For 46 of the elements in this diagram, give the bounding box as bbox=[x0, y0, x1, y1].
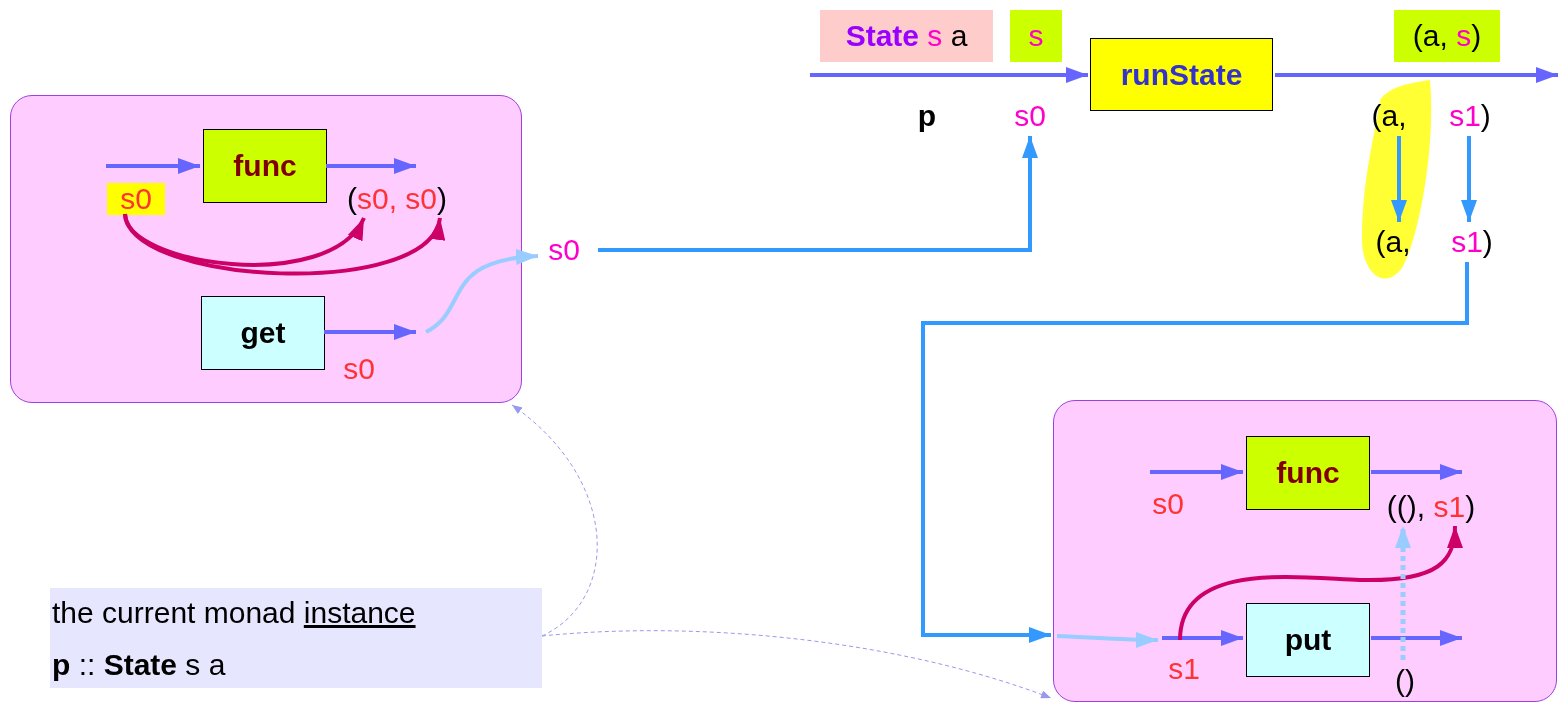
function-box: put bbox=[1246, 603, 1370, 677]
note-box bbox=[50, 588, 542, 688]
state-variable: s1 bbox=[1161, 651, 1207, 687]
tuple-text: (s0, s0) bbox=[333, 181, 461, 217]
arrow bbox=[1395, 526, 1411, 660]
note-text: the current monad instance bbox=[51, 596, 416, 630]
function-box: func bbox=[203, 129, 327, 203]
arrow bbox=[1150, 464, 1243, 480]
tuple-text: s1) bbox=[1445, 224, 1499, 260]
function-box: get bbox=[201, 296, 325, 370]
arrow bbox=[1461, 136, 1477, 222]
tuple-text: (a, bbox=[1370, 224, 1416, 260]
state-variable: s0 bbox=[1151, 486, 1185, 522]
arrow bbox=[810, 67, 1088, 83]
type-signature: p :: State s a bbox=[51, 648, 226, 682]
state-variable: s0 bbox=[1008, 98, 1052, 134]
arrow bbox=[326, 158, 416, 174]
group-panel bbox=[1053, 400, 1557, 702]
function-box: runState bbox=[1090, 38, 1273, 111]
arrow bbox=[123, 213, 442, 276]
arrow bbox=[1162, 630, 1243, 646]
arrow bbox=[1391, 136, 1407, 222]
tuple-text: ((), s1) bbox=[1375, 489, 1487, 525]
dashed-arrow bbox=[541, 630, 1052, 699]
arrow bbox=[1275, 67, 1558, 83]
arrow bbox=[1178, 525, 1463, 641]
arrow bbox=[424, 249, 539, 334]
state-variable: s0 bbox=[342, 351, 376, 387]
state-variable: s0 bbox=[540, 232, 588, 268]
variable-name: p bbox=[916, 98, 938, 134]
state-label: s bbox=[1010, 10, 1062, 62]
tuple-label: (a, s) bbox=[1394, 10, 1500, 62]
arrow bbox=[598, 136, 1038, 252]
dashed-arrow bbox=[511, 404, 598, 637]
unit-text: () bbox=[1389, 663, 1421, 699]
arrow bbox=[1371, 464, 1462, 480]
tuple-text: s1) bbox=[1443, 98, 1497, 134]
arrow bbox=[1056, 631, 1158, 648]
arrow bbox=[1371, 630, 1462, 646]
state-variable: s0 bbox=[107, 183, 165, 215]
function-box: func bbox=[1246, 436, 1370, 510]
group-panel bbox=[10, 95, 522, 403]
arrow bbox=[324, 324, 416, 340]
arrow bbox=[921, 262, 1469, 643]
arrow bbox=[106, 158, 200, 174]
type-label: State s a bbox=[820, 10, 993, 62]
